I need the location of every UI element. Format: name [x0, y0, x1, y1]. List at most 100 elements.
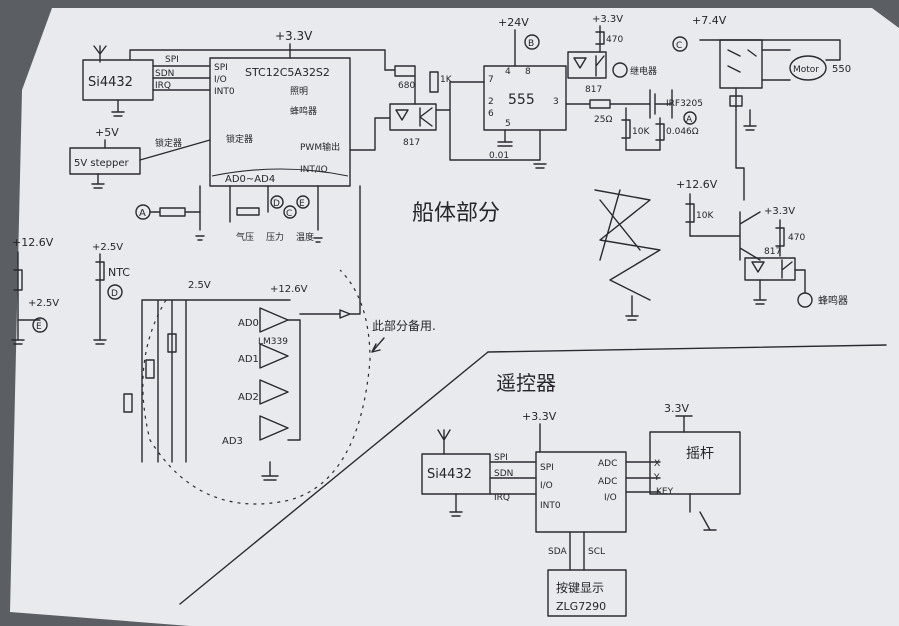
ground-icon — [93, 339, 107, 345]
marker-a2: A — [686, 115, 693, 125]
ntc-label: NTC — [108, 266, 130, 279]
ntc-divider — [95, 253, 105, 341]
section-remote-title: 遥控器 — [496, 371, 556, 395]
sensor-divider-a — [13, 251, 23, 341]
ic-555-pin2: 2 — [488, 97, 494, 107]
marker-d2: D — [111, 289, 118, 299]
supply-126v-cmp: +12.6V — [270, 284, 308, 295]
marker-a2-circle — [683, 111, 697, 125]
motor-symbol — [789, 55, 827, 81]
res-680-symbol — [384, 65, 416, 105]
section-ship-title: 船体部分 — [412, 201, 500, 226]
mcu-pin-light: 照明 — [290, 86, 308, 97]
ground-icon — [625, 295, 639, 321]
supply-126v-b: +12.6V — [12, 236, 54, 249]
mcu-pin-adc: AD0~AD4 — [225, 174, 275, 185]
marker-c: C — [286, 209, 292, 219]
pot-2 — [145, 359, 155, 379]
relay-label: 继电器 — [630, 65, 657, 77]
ship-controller: Si4432 STC12C5A32S2 +3.3V SPI SDN IRQ SP… — [69, 29, 386, 243]
res-470-b-symbol — [775, 219, 785, 257]
rf-pin-sdn: SDN — [155, 69, 174, 79]
supply-25v-c: 2.5V — [188, 280, 211, 291]
555-input-wires — [435, 81, 541, 161]
res-25: 25Ω — [594, 115, 612, 125]
comparator-output — [261, 313, 341, 481]
cap-001-symbol — [497, 129, 513, 147]
opto-a-label: 817 — [403, 138, 420, 148]
rf-bus-wires — [152, 65, 211, 91]
adc-res-1 — [149, 207, 201, 217]
antenna-icon — [93, 45, 107, 63]
ground-icon — [111, 99, 125, 117]
cap-001: 0.01 — [489, 151, 509, 161]
supply-25v-b: +2.5V — [92, 242, 123, 253]
remote-controller: 遥控器 Si4432 +3.3V SPI SDN IRQ SPI I/O INT… — [421, 371, 741, 617]
label-temp: 温度 — [296, 231, 314, 243]
remote-mcu-io: I/O — [540, 481, 553, 491]
ground-icon — [195, 235, 323, 243]
ground-icon — [449, 493, 463, 517]
stepper-box — [69, 147, 141, 175]
joystick-y: Y — [653, 473, 660, 483]
marker-e: E — [299, 199, 305, 209]
marker-d-circle — [270, 195, 284, 209]
display-label: 按键显示 — [556, 581, 604, 595]
joystick-x: X — [654, 459, 660, 469]
label-gas: 气压 — [236, 231, 254, 243]
stepper-label: 5V stepper — [74, 158, 130, 169]
res-1k: 1K — [440, 75, 453, 85]
opto-c-label: 817 — [764, 247, 781, 257]
comp-ad0: AD0 — [238, 318, 259, 329]
light-driver: +12.6V 10K +3.3V 470 817 蜂鸣器 — [594, 178, 848, 321]
remote-mcu-adc1: ADC — [598, 459, 617, 469]
marker-e-circle — [296, 195, 310, 209]
res-10k-a: 10K — [632, 127, 650, 137]
remote-mcu-int: INT0 — [540, 501, 561, 511]
supply-25v: +2.5V — [28, 298, 59, 309]
motor-wires — [699, 39, 841, 81]
stepper-wire-label: 锁定器 — [155, 137, 182, 149]
crossed-out-circuit — [594, 189, 661, 301]
ic-555-pin4: 4 — [505, 67, 511, 77]
rf-pin-spi: SPI — [165, 55, 179, 65]
res-470: 470 — [606, 35, 623, 45]
ground-icon — [91, 173, 105, 189]
ground-icon — [743, 109, 757, 131]
pot-1 — [167, 333, 177, 353]
comp-ad1: AD1 — [238, 354, 259, 365]
diode-output — [339, 185, 361, 319]
supply-3v3-b: +3.3V — [592, 14, 623, 25]
opto-a-symbol — [395, 107, 433, 127]
adc-res-2 — [236, 207, 260, 216]
marker-a: A — [139, 208, 146, 219]
supply-3v3-c: +3.3V — [764, 206, 795, 217]
marker-b-circle — [524, 34, 540, 50]
res-10k-symbol — [621, 107, 631, 151]
ground-icon — [689, 493, 717, 531]
antenna-icon — [437, 429, 451, 455]
pwm-wire — [349, 117, 391, 151]
joystick-wires — [625, 461, 661, 493]
mcu-pin-buzzer: 蜂鸣器 — [290, 105, 317, 117]
stepper-wire — [139, 139, 211, 161]
supply-74v: +7.4V — [692, 14, 727, 27]
si4432-label: Si4432 — [88, 75, 133, 90]
opto-c-box — [744, 257, 796, 281]
remote-pin-spi: SPI — [494, 453, 508, 463]
opto-b-box — [567, 51, 607, 79]
i2c-scl: SCL — [588, 547, 605, 557]
ground-icon — [11, 339, 25, 345]
mcu-supply: +3.3V — [275, 29, 313, 43]
marker-c2-circle — [672, 36, 688, 52]
res-0046: 0.046Ω — [666, 127, 699, 137]
section-divider-d — [179, 351, 489, 605]
ground-icon — [753, 279, 767, 305]
arrow-icon — [371, 337, 385, 353]
pot-3 — [123, 393, 133, 413]
comparator-section: 2.5V +12.6V AD0 AD1 AD2 AD3 LM339 此部分备用. — [123, 185, 436, 505]
opto-c-symbol — [751, 259, 793, 279]
remote-pin-irq: IRQ — [494, 493, 510, 503]
joystick-box — [649, 431, 741, 495]
